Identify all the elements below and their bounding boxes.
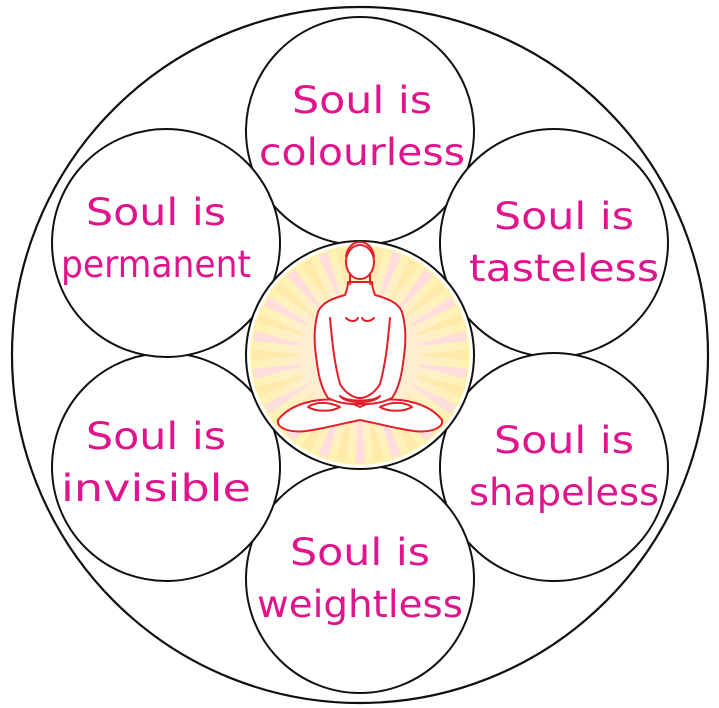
attribute-label-word: colourless — [259, 131, 465, 174]
attribute-label-prefix: Soul is — [292, 79, 432, 122]
attribute-label-word: invisible — [61, 467, 251, 510]
attribute-label-prefix: Soul is — [86, 415, 226, 458]
attribute-circle — [440, 129, 668, 357]
attribute-label-prefix: Soul is — [290, 531, 430, 574]
attribute-label-word: shapeless — [469, 471, 659, 514]
attribute-weightless: Soul is weightless — [246, 465, 474, 693]
attribute-circle — [246, 465, 474, 693]
attribute-circle — [440, 353, 668, 581]
attribute-label-prefix: Soul is — [494, 195, 634, 238]
attribute-shapeless: Soul is shapeless — [440, 353, 668, 581]
attribute-label-word: tasteless — [469, 247, 659, 290]
center-medallion — [246, 241, 474, 469]
attribute-label-prefix: Soul is — [86, 191, 226, 234]
attribute-colourless: Soul is colourless — [246, 17, 474, 245]
attribute-invisible: Soul is invisible — [52, 353, 280, 581]
attribute-permanent: Soul is permanent — [52, 129, 280, 357]
attribute-label-prefix: Soul is — [494, 419, 634, 462]
attribute-label-word: weightless — [257, 583, 463, 626]
attribute-tasteless: Soul is tasteless — [440, 129, 668, 357]
attribute-label-word: permanent — [61, 243, 251, 286]
